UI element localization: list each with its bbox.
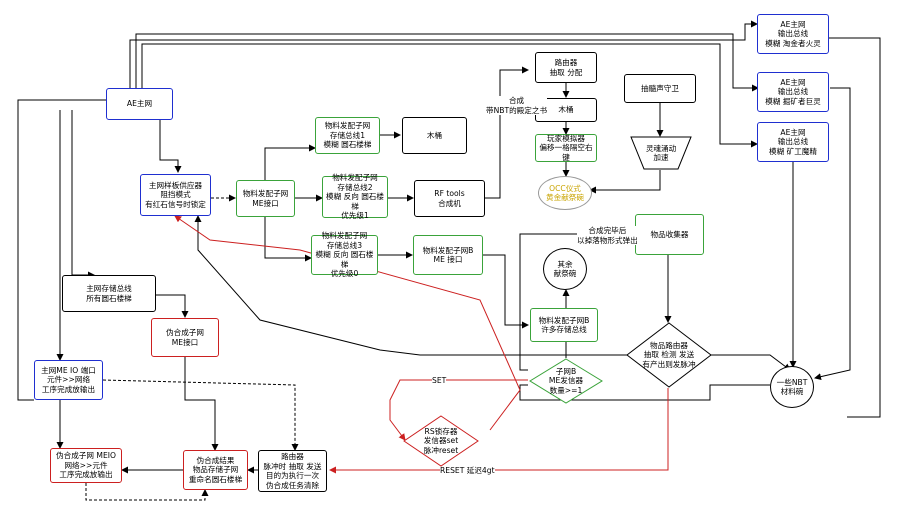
rs-latch: RS锁存器 发信器set 脉冲reset xyxy=(403,415,479,467)
sub-storage-bus-1: 物料发配子网 存储总线1 模糊 圆石楼梯 xyxy=(315,117,380,154)
ae-main-node: AE主网 xyxy=(106,88,173,120)
rf-tools-crafter: RF tools 合成机 xyxy=(414,180,485,217)
fake-craft-result-storage: 伪合成结果 物品存储子网 重命名圆石楼梯 xyxy=(183,450,248,490)
main-storage-bus: 主网存储总线 所有圆石楼梯 xyxy=(62,275,156,312)
fake-craft-meio: 伪合成子网 MEIO 网络>>元件 工序完成放输出 xyxy=(50,448,122,483)
occ-golden-altar: OCC仪式 黄金献祭碗 xyxy=(538,176,592,210)
sub-storage-bus-3: 物料发配子网 存储总线3 模糊 反向 圆石楼梯 优先级0 xyxy=(311,231,378,278)
bucket-mid: 木桶 xyxy=(402,117,467,154)
sub-b-me-interface: 物料发配子网B ME 接口 xyxy=(413,235,483,275)
ae-output-bus-1: AE主网 输出总线 模糊 淘金者火灵 xyxy=(757,14,829,54)
sub-b-me-emitter: 子网B ME发信器 数量>=1 xyxy=(529,358,603,404)
ae-output-bus-2: AE主网 输出总线 模糊 掘矿者巨灵 xyxy=(757,72,829,112)
edge-itemrouter-to-nbt xyxy=(710,354,791,371)
nbt-material-bowl: 一些NBT 材料碗 xyxy=(770,366,814,408)
item-collector: 物品收集器 xyxy=(635,214,704,255)
label-after-craft: 合成完毕后 以掉落物形式弹出 xyxy=(577,226,638,245)
ae-output-bus-3: AE主网 输出总线 模糊 矿工魔精 xyxy=(757,122,829,162)
label-craft-nbt: 合成 带NBT的殿定之书 xyxy=(486,96,548,115)
edge-rs-to-pattern xyxy=(174,215,521,431)
fake-craft-me-interface: 伪合成子网 ME接口 xyxy=(151,318,219,357)
sub-storage-bus-2: 物料发配子网 存储总线2 模糊 反向 圆石楼梯 优先级1 xyxy=(322,173,388,220)
main-pattern-supplier: 主网样板供应器 阻挡模式 有红石信号时锁定 xyxy=(140,174,211,216)
edge-ae-left-loop xyxy=(17,99,106,401)
edge-ae-to-pattern xyxy=(159,110,182,173)
edge-nbt-to-emitter xyxy=(519,384,770,401)
soul-guard: 抽髓声守卫 xyxy=(624,74,696,103)
edge-itemrouter-to-pattern xyxy=(194,215,630,356)
sub-b-storage-bus: 物料发配子网B 许多存储总线 xyxy=(530,308,598,342)
edge-storage-to-fakeif xyxy=(156,294,189,318)
edge-matif-to-bus1 xyxy=(264,144,316,182)
router-bottom: 路由器 脉冲时 抽取 发送 目的为执行一次 伪合成任务清除 xyxy=(258,450,327,492)
edge-subbif-to-storage xyxy=(483,254,529,329)
material-me-interface: 物料发配子网 ME接口 xyxy=(236,180,295,217)
label-set: SET xyxy=(432,376,447,386)
item-router-diamond: 物品路由器 抽取 检测 发送 有产出则发脉冲 xyxy=(626,322,712,388)
label-reset-delay: RESET 延迟4gt xyxy=(440,466,495,476)
edge-ae-to-out3 xyxy=(141,43,758,148)
player-simulator: 玩家模拟器 偏移一格隔空右键 xyxy=(535,134,597,162)
edge-ae-to-out2 xyxy=(135,33,759,92)
edge-ae-to-out1 xyxy=(129,20,758,88)
edge-fakemeio-dashed xyxy=(85,483,209,501)
edge-rf-to-router xyxy=(485,66,529,199)
edge-out2-to-nbt xyxy=(814,87,851,381)
other-sacrifice-bowl: 其余 献祭碗 xyxy=(543,248,587,290)
soul-accel-node: 灵魂涌动 加速 xyxy=(630,136,692,170)
edge-ae-to-storage xyxy=(71,110,95,279)
router-top: 路由器 抽取 分配 xyxy=(535,52,597,83)
edge-fakeif-to-result xyxy=(184,357,219,451)
main-me-io-port: 主网ME IO 端口 元件>>网络 工序完成放输出 xyxy=(34,360,103,400)
edge-out1-right xyxy=(829,37,881,418)
edge-meio-dashed xyxy=(102,379,299,451)
edge-matif-to-bus3 xyxy=(264,214,312,262)
edge-accel-to-occ xyxy=(589,170,661,194)
